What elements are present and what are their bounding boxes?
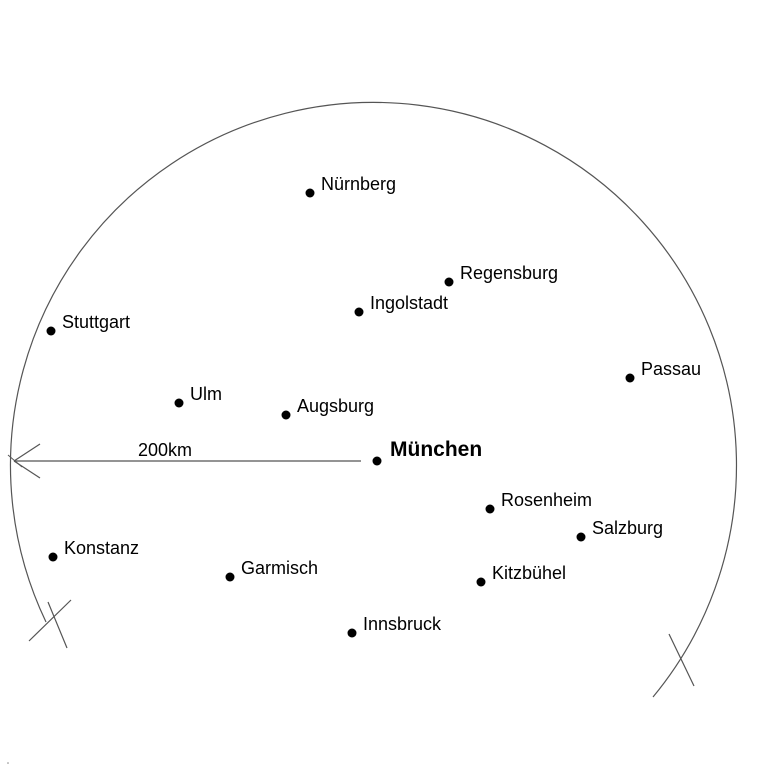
city-dot-ulm (174, 398, 184, 408)
city-label-regensburg: Regensburg (460, 263, 558, 283)
city-label-salzburg: Salzburg (592, 518, 663, 538)
city-label-ulm: Ulm (190, 384, 222, 404)
city-dot-nuernberg (305, 188, 315, 198)
city-label-kitzbuehel: Kitzbühel (492, 563, 566, 583)
city-label-muenchen: München (390, 438, 482, 461)
city-dot-regensburg (444, 277, 454, 287)
arrow-tick (7, 454, 23, 468)
corner-dot (7, 762, 9, 764)
radius-circle (9, 101, 738, 698)
city-dot-augsburg (281, 410, 291, 420)
city-dot-muenchen (372, 456, 382, 466)
city-dot-kitzbuehel (476, 577, 486, 587)
city-dot-rosenheim (485, 504, 495, 514)
city-dot-garmisch (225, 572, 235, 582)
city-label-stuttgart: Stuttgart (62, 312, 130, 332)
city-label-nuernberg: Nürnberg (321, 174, 396, 194)
city-label-augsburg: Augsburg (297, 396, 374, 416)
city-dot-stuttgart (46, 326, 56, 336)
city-dot-passau (625, 373, 635, 383)
radius-label: 200km (138, 440, 192, 460)
city-label-konstanz: Konstanz (64, 538, 139, 558)
city-dot-salzburg (576, 532, 586, 542)
city-dot-innsbruck (347, 628, 357, 638)
circle-end-tick-left (28, 599, 72, 642)
circle-end-tick-left-2 (47, 601, 68, 649)
city-dot-ingolstadt (354, 307, 364, 317)
city-label-passau: Passau (641, 359, 701, 379)
city-label-garmisch: Garmisch (241, 558, 318, 578)
arrow-head-upper (13, 443, 41, 462)
city-label-rosenheim: Rosenheim (501, 490, 592, 510)
circle-end-tick-right (668, 633, 695, 687)
city-label-innsbruck: Innsbruck (363, 614, 442, 634)
city-dot-konstanz (48, 552, 58, 562)
city-label-ingolstadt: Ingolstadt (370, 293, 448, 313)
